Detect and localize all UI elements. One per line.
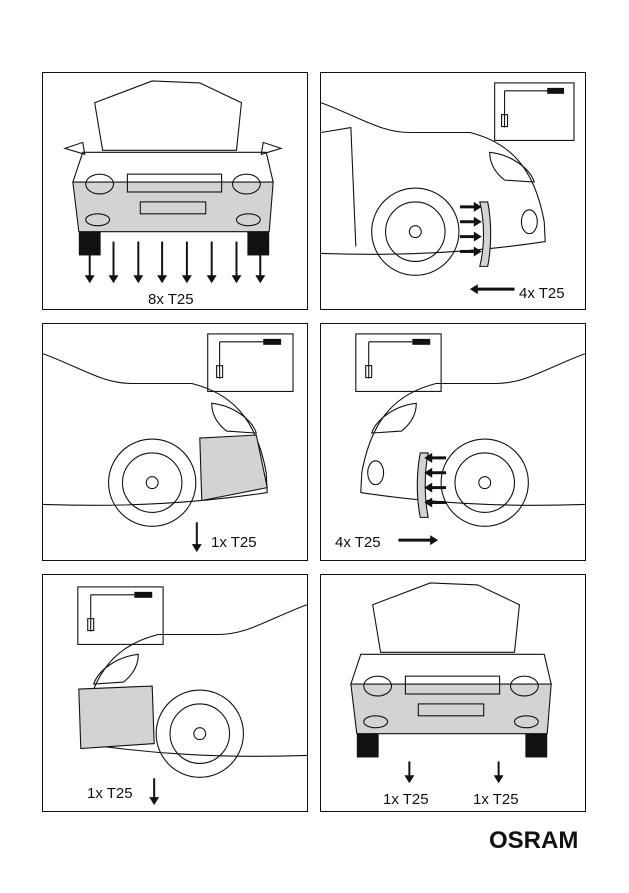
screw-arrow-icon: [232, 275, 242, 283]
osram-logo: OSRAM: [489, 827, 578, 855]
screw-count-label: 1x T25: [211, 534, 257, 551]
screw-count-label: 8x T25: [148, 291, 194, 308]
screw-count-label: 4x T25: [335, 534, 381, 551]
screw-arrow-icon: [192, 544, 202, 552]
screw-arrow-icon: [494, 775, 504, 783]
screw-arrow-icon: [474, 202, 482, 212]
screw-arrows: [321, 73, 585, 309]
screw-count-label-right: 1x T25: [473, 791, 519, 808]
screw-arrow-icon: [424, 468, 432, 478]
screw-arrow-icon: [470, 284, 478, 294]
screw-arrow-icon: [424, 453, 432, 463]
screw-count-label-left: 1x T25: [383, 791, 429, 808]
screw-arrow-icon: [424, 483, 432, 493]
step-panel-1: 8x T25: [42, 72, 308, 310]
screw-arrows: [321, 575, 585, 811]
screw-arrows: [321, 324, 585, 560]
step-panel-5: 1x T25: [42, 574, 308, 812]
screw-arrow-icon: [424, 498, 432, 508]
screw-arrow-icon: [474, 217, 482, 227]
screw-arrow-icon: [85, 275, 95, 283]
step-panel-3: 1x T25: [42, 323, 308, 561]
screw-arrows: [43, 575, 307, 811]
screw-count-label: 4x T25: [519, 285, 565, 302]
screw-arrow-icon: [430, 535, 438, 545]
screw-arrows: [43, 73, 307, 309]
screw-arrow-icon: [474, 232, 482, 242]
screw-arrow-icon: [109, 275, 119, 283]
step-panel-6: 1x T25 1x T25: [320, 574, 586, 812]
step-panel-2: 4x T25: [320, 72, 586, 310]
screw-arrow-icon: [133, 275, 143, 283]
screw-arrow-icon: [207, 275, 217, 283]
screw-count-label: 1x T25: [87, 785, 133, 802]
screw-arrow-icon: [182, 275, 192, 283]
step-panel-4: 4x T25: [320, 323, 586, 561]
screw-arrow-icon: [474, 247, 482, 257]
screw-arrow-icon: [255, 275, 265, 283]
screw-arrows: [43, 324, 307, 560]
screw-arrow-icon: [149, 797, 159, 805]
screw-arrow-icon: [404, 775, 414, 783]
screw-arrow-icon: [157, 275, 167, 283]
